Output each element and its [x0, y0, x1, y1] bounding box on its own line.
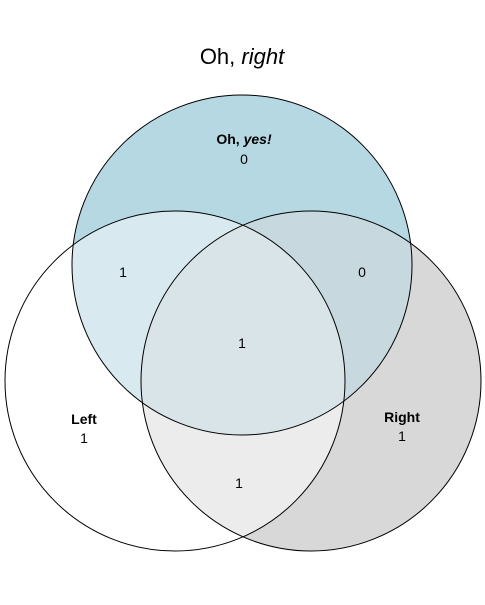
left-only-count: 1	[80, 430, 88, 446]
top-only-count: 0	[240, 151, 248, 167]
right-set-outline	[140, 210, 482, 552]
top-right-overlap-count: 0	[358, 264, 366, 280]
right-set-label: Right	[384, 409, 420, 425]
left-set-outline	[4, 210, 346, 552]
top-set-label-emphasis: yes!	[243, 131, 272, 147]
title-emphasis: right	[241, 44, 285, 69]
top-set-label-prefix: Oh,	[216, 131, 243, 147]
title-prefix: Oh,	[200, 44, 242, 69]
all-sets-overlap-fill	[141, 211, 345, 435]
top-set-label: Oh, yes!	[216, 131, 272, 147]
left-set-label: Left	[71, 411, 97, 427]
left-right-overlap-count: 1	[235, 475, 243, 491]
right-only-count: 1	[398, 428, 406, 444]
top-set-outline	[71, 94, 413, 436]
diagram-title: Oh, right	[200, 44, 285, 69]
top-left-overlap-count: 1	[119, 264, 127, 280]
all-sets-overlap-count: 1	[238, 335, 246, 351]
